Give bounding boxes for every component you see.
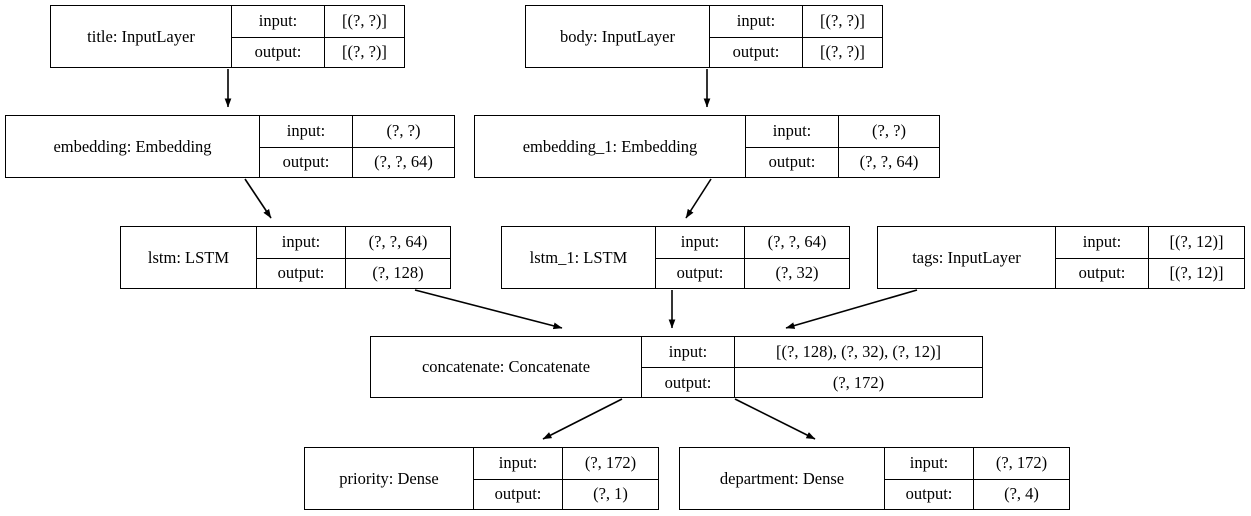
node-input-row-tags: input: [(?, 12)] [1056, 227, 1244, 258]
node-label-concatenate: concatenate: Concatenate [421, 357, 591, 376]
node-output-value-lstm_1: (?, 32) [744, 258, 849, 288]
graph-node-title[interactable]: title: InputLayer input: [(?, ?)] output: [(… [50, 5, 405, 68]
node-label-body: body: InputLayer [559, 26, 675, 46]
node-label-priority: priority: Dense [339, 468, 439, 488]
edge-embedding-to-lstm [244, 178, 272, 219]
node-label-lstm: lstm: LSTM [147, 247, 230, 267]
node-output-value-embedding: (?, ?, 64) [352, 147, 454, 177]
node-output-value-department: (?, 4) [973, 479, 1069, 509]
node-input-row-department: input: (?, 172) [885, 448, 1069, 479]
node-input-value-tags: [(?, 12)] [1148, 227, 1244, 258]
node-output-value-concatenate: (?, 172) [734, 368, 982, 397]
node-input-value-title: [(?, ?)] [324, 6, 404, 37]
node-io-block-concatenate: input:[(?, 128), (?, 32), (?, 12)]output… [641, 337, 982, 397]
graph-node-lstm_1[interactable]: lstm_1: LSTM input: (?, ?, 64) output: (?, 3… [501, 226, 850, 289]
node-input-row-embedding_1: input: (?, ?) [746, 116, 939, 147]
node-output-value-title: [(?, ?)] [324, 37, 404, 67]
node-output-row-embedding_1: output: (?, ?, 64) [746, 146, 939, 177]
graph-node-priority[interactable]: priority: Dense input: (?, 172) output: (?, … [304, 447, 659, 510]
node-output-label-lstm: output: [277, 263, 325, 283]
node-input-row-title: input: [(?, ?)] [232, 6, 404, 37]
node-input-label-title: input: [258, 11, 298, 31]
node-io-block-title: input: [(?, ?)] output: [(?, ?)] [231, 6, 404, 67]
node-input-row-body: input: [(?, ?)] [710, 6, 882, 37]
node-label-embedding_1: embedding_1: Embedding [522, 136, 698, 156]
node-output-row-department: output: (?, 4) [885, 478, 1069, 509]
node-output-label-embedding_1: output: [768, 152, 816, 172]
edge-lstm-to-concatenate [414, 289, 563, 330]
node-output-row-lstm: output: (?, 128) [257, 257, 450, 288]
node-input-label-priority: input: [498, 453, 538, 473]
node-input-row-lstm: input: (?, ?, 64) [257, 227, 450, 258]
edge-concatenate-to-department [734, 398, 816, 440]
node-output-row-body: output: [(?, ?)] [710, 36, 882, 67]
node-label-title: title: InputLayer [87, 26, 195, 46]
node-input-value-embedding_1: (?, ?) [838, 116, 939, 147]
node-io-block-embedding: input: (?, ?) output: (?, ?, 64) [259, 116, 454, 177]
node-output-row-lstm_1: output: (?, 32) [656, 257, 849, 288]
node-io-block-lstm: input: (?, ?, 64) output: (?, 128) [256, 227, 450, 288]
node-output-value-priority: (?, 1) [562, 479, 658, 509]
node-output-value-tags: [(?, 12)] [1148, 258, 1244, 288]
node-input-row-concatenate: input: [(?, 128), (?, 32), (?, 12)] [642, 337, 982, 367]
node-label-department: department: Dense [719, 468, 845, 488]
node-input-label-tags: input: [1082, 232, 1122, 252]
node-output-value-lstm: (?, 128) [345, 258, 450, 288]
node-input-value-concatenate: [(?, 128), (?, 32), (?, 12)] [734, 337, 982, 367]
edge-tags-to-concatenate [785, 289, 918, 329]
graph-node-lstm[interactable]: lstm: LSTM input: (?, ?, 64) output: (?, 128… [120, 226, 451, 289]
node-input-value-embedding: (?, ?) [352, 116, 454, 147]
node-output-value-body: [(?, ?)] [802, 37, 882, 67]
graph-node-tags[interactable]: tags: InputLayer input: [(?, 12)] output: [(… [877, 226, 1245, 289]
node-output-value-embedding_1: (?, ?, 64) [838, 147, 939, 177]
node-io-block-department: input: (?, 172) output: (?, 4) [884, 448, 1069, 509]
node-output-label-embedding: output: [282, 152, 330, 172]
node-input-label-embedding_1: input: [772, 121, 812, 141]
node-input-label-body: input: [736, 11, 776, 31]
node-output-row-embedding: output: (?, ?, 64) [260, 146, 454, 177]
graph-node-concatenate[interactable]: concatenate: Concatenate input: [(?, 128),… [370, 336, 983, 398]
node-input-row-lstm_1: input: (?, ?, 64) [656, 227, 849, 258]
node-input-row-embedding: input: (?, ?) [260, 116, 454, 147]
node-output-label-concatenate: output: [664, 372, 712, 392]
graph-node-department[interactable]: department: Dense input: (?, 172) output: (?… [679, 447, 1070, 510]
node-io-block-priority: input: (?, 172) output: (?, 1) [473, 448, 658, 509]
node-output-row-concatenate: output: (?, 172) [642, 367, 982, 397]
node-io-block-embedding_1: input: (?, ?) output: (?, ?, 64) [745, 116, 939, 177]
node-input-label-concatenate: input: [668, 342, 708, 361]
node-io-block-lstm_1: input: (?, ?, 64) output: (?, 32) [655, 227, 849, 288]
node-input-value-lstm_1: (?, ?, 64) [744, 227, 849, 258]
node-input-label-lstm: input: [281, 232, 321, 252]
node-input-label-lstm_1: input: [680, 232, 720, 252]
node-output-row-title: output: [(?, ?)] [232, 36, 404, 67]
edge-embedding_1-to-lstm_1 [685, 178, 712, 219]
node-output-row-tags: output: [(?, 12)] [1056, 257, 1244, 288]
node-label-embedding: embedding: Embedding [53, 136, 212, 156]
node-output-label-lstm_1: output: [676, 263, 724, 283]
node-input-value-lstm: (?, ?, 64) [345, 227, 450, 258]
node-label-lstm_1: lstm_1: LSTM [529, 247, 628, 267]
node-io-block-body: input: [(?, ?)] output: [(?, ?)] [709, 6, 882, 67]
node-io-block-tags: input: [(?, 12)] output: [(?, 12)] [1055, 227, 1244, 288]
node-output-label-priority: output: [494, 484, 542, 504]
node-output-label-body: output: [732, 42, 780, 62]
node-output-row-priority: output: (?, 1) [474, 478, 658, 509]
node-input-label-department: input: [909, 453, 949, 473]
node-output-label-department: output: [905, 484, 953, 504]
node-input-value-priority: (?, 172) [562, 448, 658, 479]
edge-concatenate-to-priority [542, 398, 623, 440]
node-output-label-title: output: [254, 42, 302, 62]
graph-node-embedding[interactable]: embedding: Embedding input: (?, ?) output: (… [5, 115, 455, 178]
node-input-label-embedding: input: [286, 121, 326, 141]
node-input-value-body: [(?, ?)] [802, 6, 882, 37]
node-output-label-tags: output: [1078, 263, 1126, 283]
node-label-tags: tags: InputLayer [912, 247, 1021, 267]
node-input-value-department: (?, 172) [973, 448, 1069, 479]
node-input-row-priority: input: (?, 172) [474, 448, 658, 479]
graph-node-body[interactable]: body: InputLayer input: [(?, ?)] output: [(?… [525, 5, 883, 68]
